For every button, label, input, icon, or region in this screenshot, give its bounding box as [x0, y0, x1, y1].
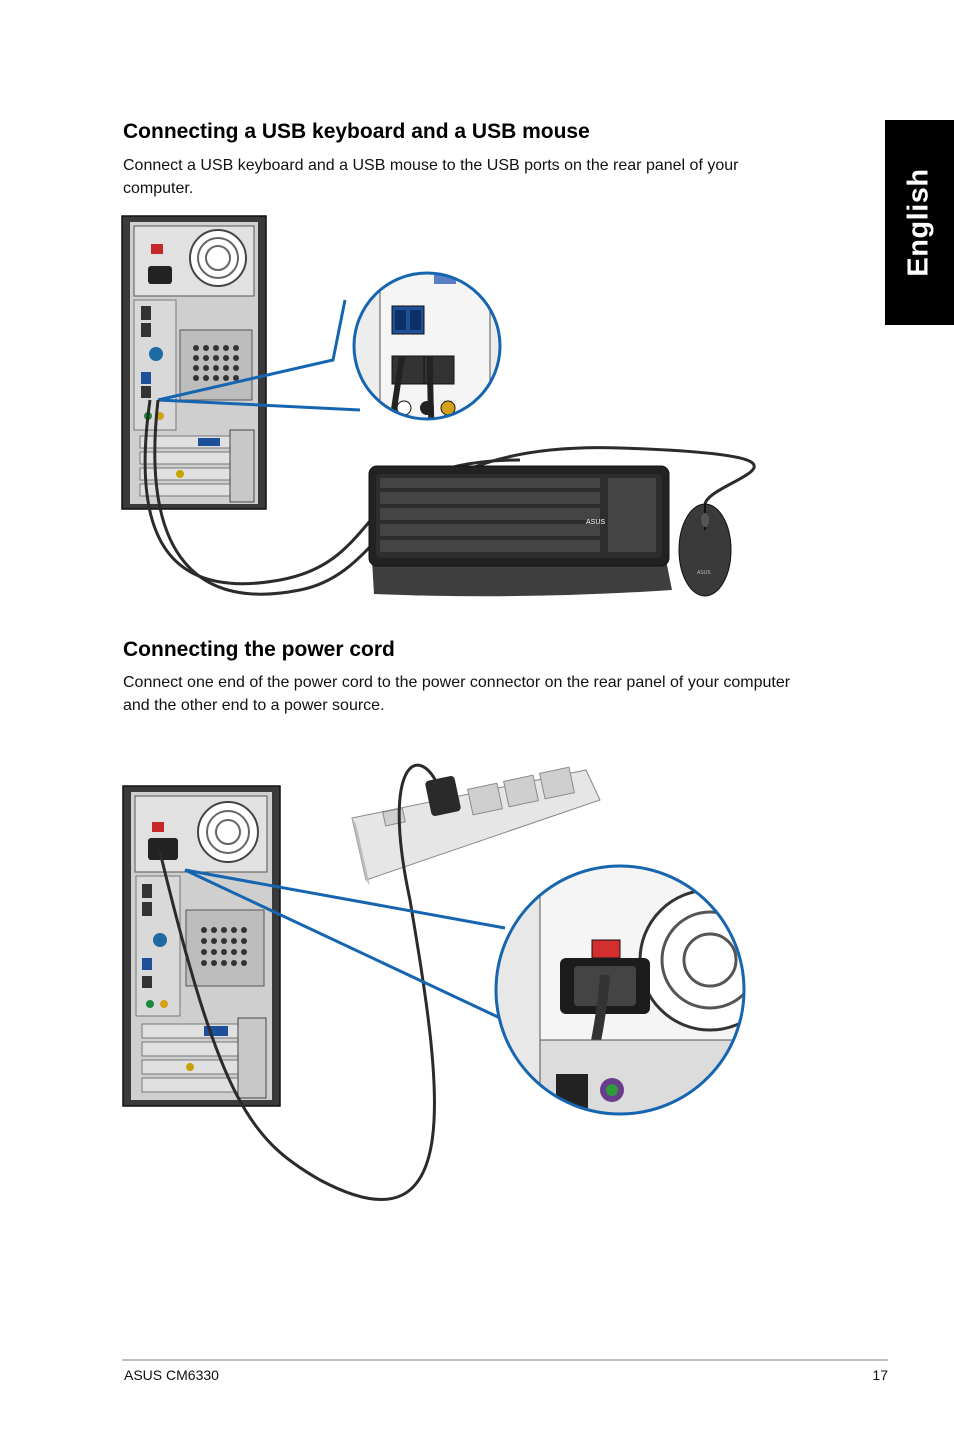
- power-strip: [351, 766, 601, 886]
- usb-port-zoom-circle: [352, 271, 502, 421]
- section-body-usb: Connect a USB keyboard and a USB mouse t…: [123, 157, 739, 197]
- footer-divider: [122, 1359, 888, 1361]
- language-tab: English: [885, 120, 954, 325]
- usb-keyboard: ASUS: [368, 465, 672, 597]
- language-tab-label: English: [903, 168, 936, 277]
- computer-tower-rear-2: [122, 785, 281, 1107]
- computer-tower-rear: [121, 215, 267, 510]
- footer-page-number: 17: [872, 1367, 888, 1383]
- power-connector-zoom-circle: [494, 864, 746, 1116]
- section-heading-usb: Connecting a USB keyboard and a USB mous…: [123, 120, 590, 143]
- section-heading-power: Connecting the power cord: [123, 638, 395, 661]
- section-body-power: Connect one end of the power cord to the…: [123, 674, 791, 714]
- keyboard-logo: ASUS: [586, 519, 605, 526]
- footer-product: ASUS CM6330: [124, 1367, 219, 1383]
- mouse-logo: ASUS: [697, 570, 711, 576]
- usb-mouse: ASUS: [678, 503, 732, 597]
